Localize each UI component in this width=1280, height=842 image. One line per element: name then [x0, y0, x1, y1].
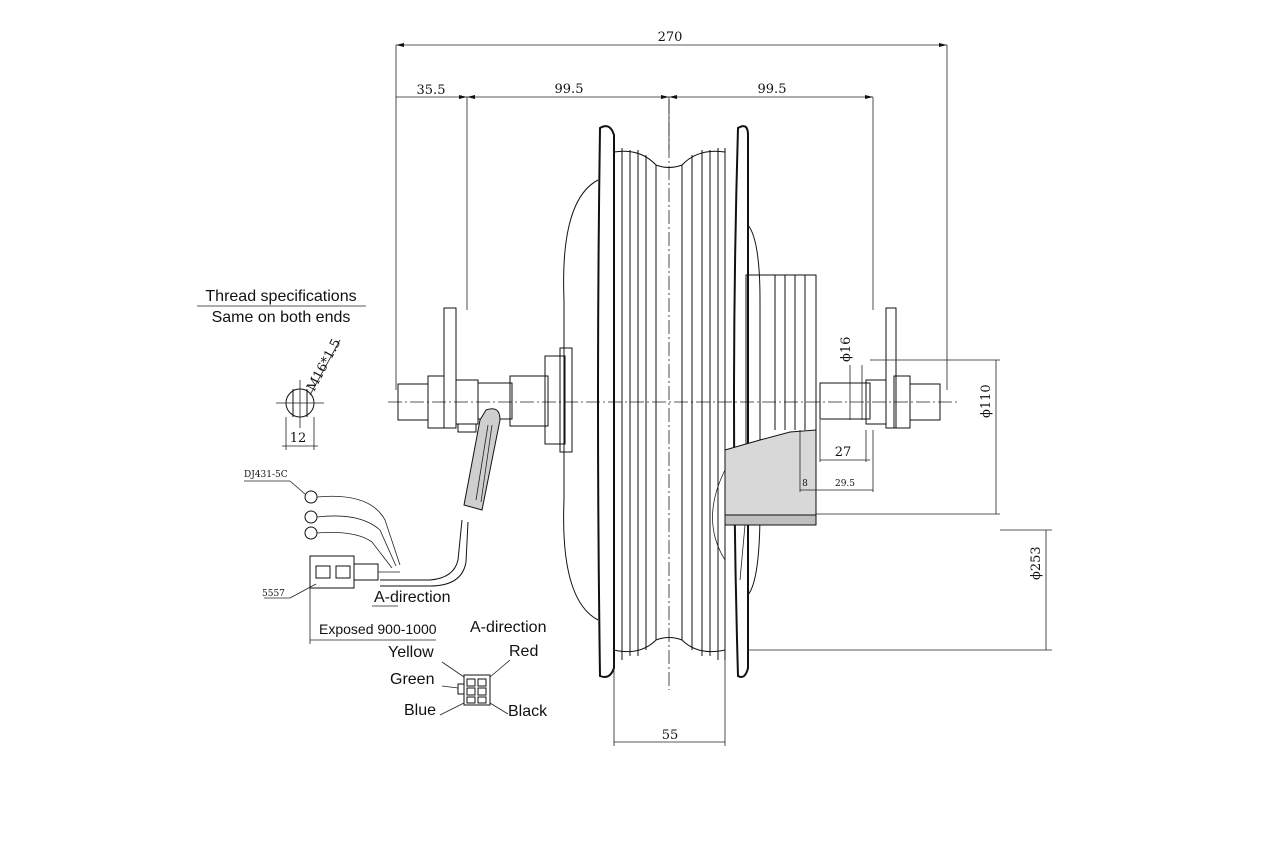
pinout-title: A-direction [470, 619, 546, 636]
wire-yellow-label: Yellow [388, 644, 434, 661]
motor-cable [380, 408, 501, 587]
axle [397, 307, 941, 453]
wire-black-label: Black [508, 703, 548, 720]
wire-blue-label: Blue [404, 702, 436, 719]
wire-green-label: Green [390, 671, 434, 688]
dim-axle-27: 27 [835, 445, 852, 460]
terminal-model-label: DJ431-5C [244, 470, 288, 480]
dim-rim-width: 55 [662, 728, 679, 743]
top-dimension-lines [395, 43, 948, 390]
dim-overall-width: 270 [658, 30, 683, 45]
wire-red-label: Red [509, 643, 538, 660]
exposed-length-label: Exposed 900-1000 [319, 621, 437, 637]
thread-spec-label: M16*1.5 [304, 336, 344, 393]
dim-left-offset: 35.5 [417, 83, 446, 98]
plug-connector [264, 555, 436, 644]
plug-model-label: 5557 [262, 589, 285, 599]
ring-terminals [244, 480, 401, 569]
dim-left-half: 99.5 [555, 82, 584, 97]
right-dimension-lines [613, 359, 1052, 746]
left-hub-cover [563, 179, 599, 621]
pinout-connector [439, 659, 511, 716]
right-hub-cover [712, 224, 817, 596]
thread-spec [197, 305, 366, 450]
dim-rim-diameter: ϕ253 [1029, 546, 1044, 580]
dim-axle-29-5: 29.5 [835, 479, 855, 489]
dim-flat-width: 12 [290, 431, 307, 446]
dim-small-8: 8 [802, 479, 808, 489]
direction-label: A-direction [374, 589, 450, 606]
rim-body [597, 125, 749, 678]
thread-subtitle: Same on both ends [212, 309, 351, 326]
thread-title: Thread specifications [205, 288, 356, 305]
dim-hub-diameter: ϕ110 [979, 384, 994, 418]
dim-shaft-diameter: ϕ16 [839, 337, 854, 362]
dim-right-half: 99.5 [758, 82, 787, 97]
